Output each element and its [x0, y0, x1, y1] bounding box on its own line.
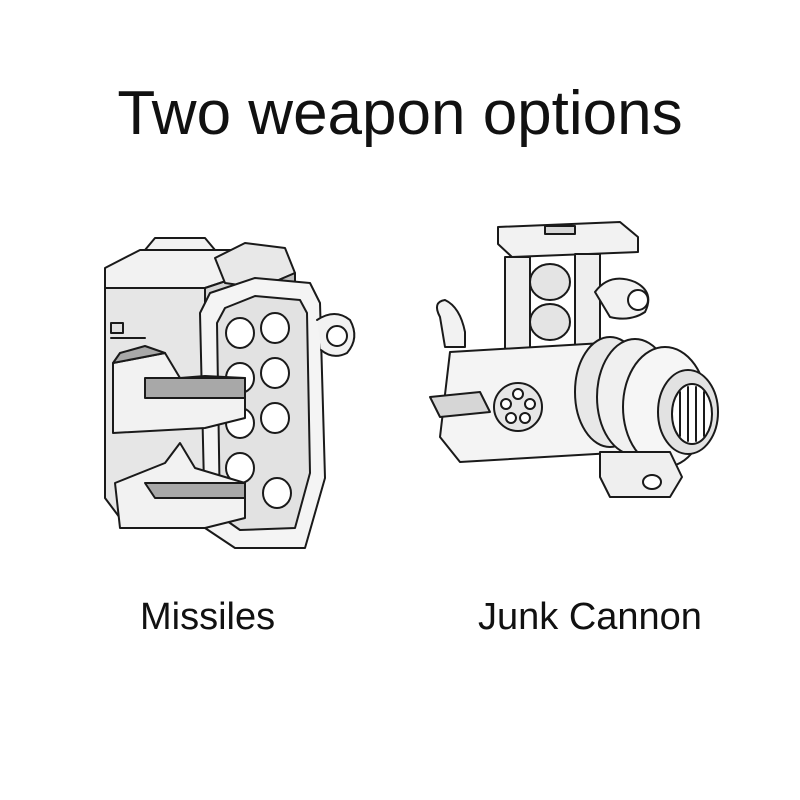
junk-cannon-icon [429, 221, 719, 498]
missile-pod-illustration [85, 228, 370, 568]
weapon-label-missiles: Missiles [140, 596, 276, 638]
missile-pod-icon [104, 237, 356, 549]
junk-cannon-illustration [420, 212, 730, 512]
page-title: Two weapon options [117, 79, 683, 148]
weapon-label-junk-cannon: Junk Cannon [478, 596, 702, 638]
